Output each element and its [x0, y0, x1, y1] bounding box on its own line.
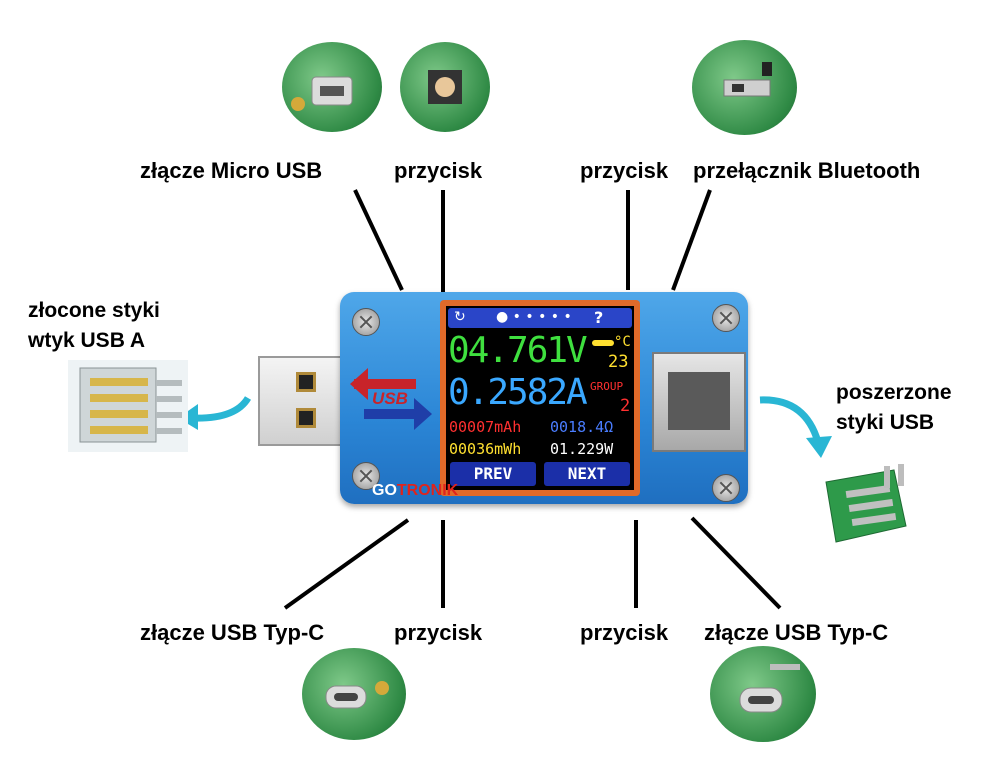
gotronik-watermark: GOTRONIK [372, 482, 458, 500]
thermometer-icon [592, 340, 614, 346]
label-button-bottom-left: przycisk [394, 620, 483, 645]
prev-button[interactable]: PREV [450, 462, 536, 486]
group-label: GROUP [590, 380, 624, 393]
bluetooth-switch-photo [692, 40, 797, 135]
current-readout: 0.2582A [448, 372, 588, 413]
screw-icon-bottom-left [352, 462, 380, 490]
label-usb-c-right: złącze USB Typ-C [704, 620, 889, 645]
label-wide-pins: poszerzone styki USB [836, 378, 952, 438]
mah-readout: 00007mAh [449, 418, 522, 436]
temp-unit: °C [614, 334, 631, 350]
usb-c-photo-left [302, 648, 406, 740]
screw-icon-bottom-right [712, 474, 740, 502]
label-wide-pins-line1: poszerzone [836, 381, 952, 404]
group-value: 2 [620, 396, 631, 416]
ohm-readout: 0018.4Ω [550, 418, 614, 436]
button-photo-top-left [400, 42, 490, 132]
help-icon: ? [594, 308, 604, 327]
status-bar: ● • • • • • ? ↻ [448, 308, 632, 328]
label-usb-c-left: złącze USB Typ-C [140, 620, 325, 645]
label-gold-pins: złocone styki wtyk USB A [28, 296, 160, 356]
usb-a-pin-hole-bottom [296, 408, 316, 428]
brand-part1: GO [372, 482, 397, 499]
gold-pins-photo [68, 360, 188, 452]
usb-a-port-tongue [668, 372, 730, 430]
dots-indicator: ● • • • • • [496, 309, 572, 325]
label-button-bottom-right: przycisk [580, 620, 669, 645]
temp-value: 23 [608, 352, 629, 372]
wide-pins-photo [825, 464, 907, 543]
next-button[interactable]: NEXT [544, 462, 630, 486]
usb-logo-text: USB [372, 389, 408, 408]
mwh-readout: 00036mWh [449, 440, 522, 458]
micro-usb-photo [282, 42, 382, 132]
label-button-top-left: przycisk [394, 158, 483, 183]
refresh-icon: ↻ [454, 308, 466, 324]
label-bluetooth-switch: przełącznik Bluetooth [693, 158, 921, 183]
label-wide-pins-line2: styki USB [836, 411, 935, 434]
usb-c-photo-right [710, 646, 816, 742]
screw-icon-top-left [352, 308, 380, 336]
lcd-screen [446, 306, 634, 490]
usb-logo: USB [350, 368, 432, 430]
label-gold-pins-line1: złocone styki [28, 299, 160, 322]
label-gold-pins-line2: wtyk USB A [28, 329, 146, 352]
usb-a-pin-hole-top [296, 372, 316, 392]
label-button-top-right: przycisk [580, 158, 669, 183]
label-micro-usb: złącze Micro USB [140, 158, 323, 183]
screw-icon-top-right [712, 304, 740, 332]
voltage-readout: 04.761V [448, 330, 588, 371]
usb-a-plug [258, 356, 348, 446]
watt-readout: 01.229W [550, 440, 614, 458]
brand-part2: TRONIK [396, 482, 459, 499]
usb-a-port [652, 352, 746, 452]
